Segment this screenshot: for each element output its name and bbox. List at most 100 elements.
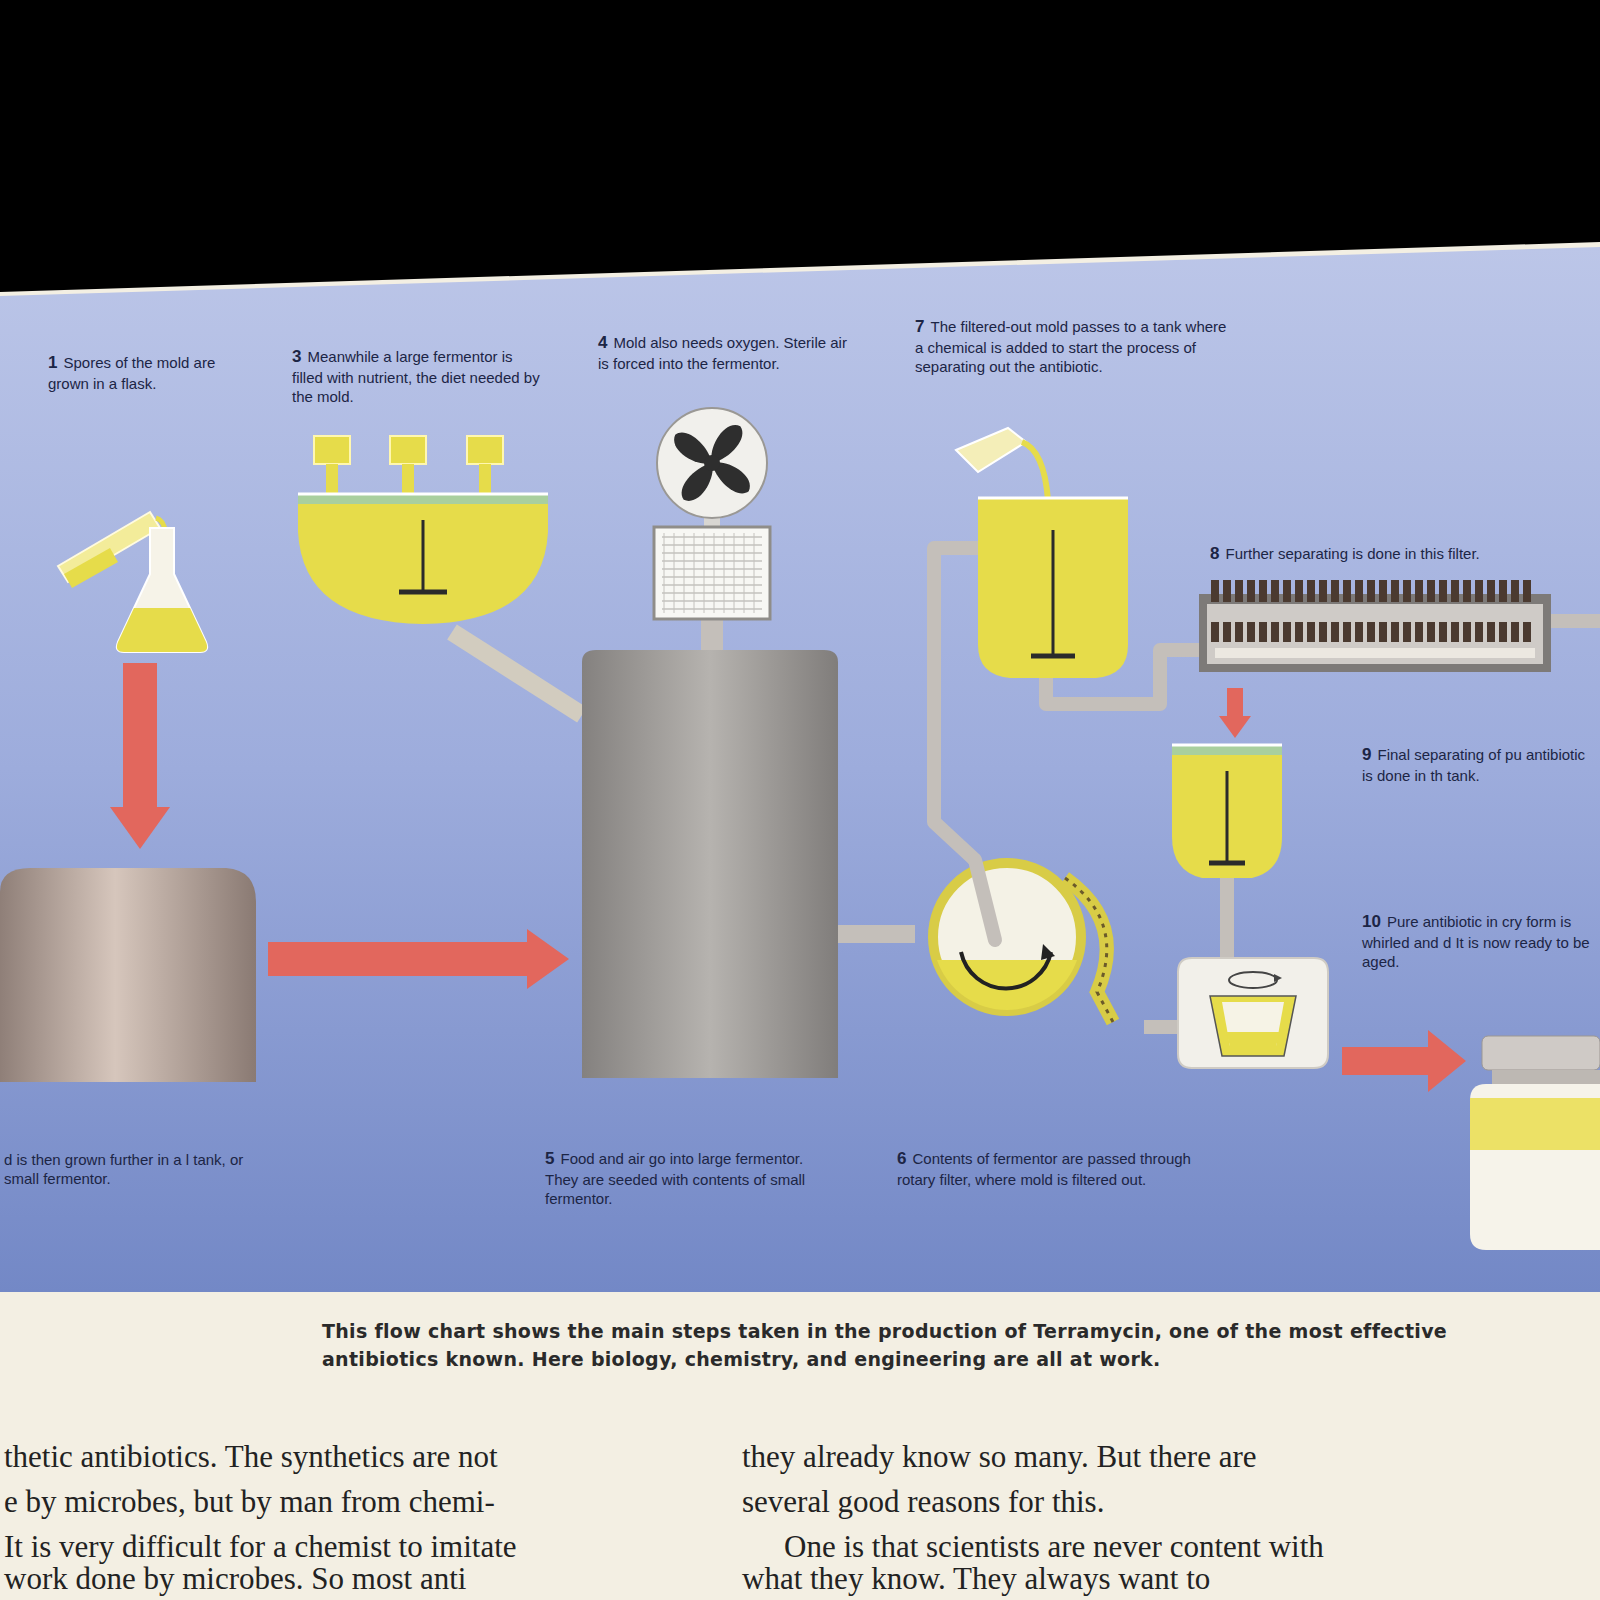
filter-plate bbox=[1343, 580, 1351, 602]
pipe-connector bbox=[934, 548, 978, 860]
pour-stream bbox=[156, 518, 167, 574]
mesh-line bbox=[662, 609, 762, 610]
filter-plate bbox=[1295, 580, 1303, 602]
callout-number: 9 bbox=[1362, 745, 1371, 764]
stirrer-shaft bbox=[1052, 530, 1055, 656]
equipment-node: 3Meanwhile a large fermentor is filled w… bbox=[298, 432, 548, 632]
step-text: 7The filtered-out mold passes to a tank … bbox=[915, 316, 1237, 376]
filter-plate bbox=[1331, 580, 1339, 602]
step-description: Pure antibiotic in cry form is whirled a… bbox=[1362, 913, 1590, 970]
filter-plate bbox=[1379, 622, 1387, 642]
test-tube bbox=[58, 512, 160, 582]
equipment-illustration bbox=[50, 470, 210, 655]
inlet-pipe bbox=[1144, 1020, 1180, 1034]
filter-plate bbox=[1223, 622, 1231, 642]
filter-plate bbox=[1367, 580, 1375, 602]
filter-plate bbox=[1235, 580, 1243, 602]
filter-plate bbox=[1499, 580, 1507, 602]
pour-stream bbox=[1022, 442, 1048, 500]
spin-arrowhead bbox=[1274, 974, 1282, 982]
nutrient-bottle bbox=[467, 436, 503, 464]
step-text: 4Mold also needs oxygen. Sterile air is … bbox=[598, 332, 854, 373]
liquid-surface bbox=[298, 494, 548, 504]
filter-plate bbox=[1331, 622, 1339, 642]
callout-number: 10 bbox=[1362, 912, 1381, 931]
filter-plate bbox=[1295, 622, 1303, 642]
filter-channel bbox=[1215, 648, 1535, 658]
filter-plate bbox=[1415, 580, 1423, 602]
stirrer-paddle bbox=[399, 590, 447, 595]
filter-plate bbox=[1487, 580, 1495, 602]
mesh-line bbox=[694, 533, 695, 613]
vial-band bbox=[1470, 1098, 1600, 1150]
body-text-line: One is that scientists are never content… bbox=[784, 1530, 1324, 1564]
equipment-illustration bbox=[298, 432, 548, 632]
filter-plate bbox=[1463, 580, 1471, 602]
filter-plate bbox=[1475, 580, 1483, 602]
mesh-line bbox=[662, 585, 762, 586]
filter-plate bbox=[1427, 580, 1435, 602]
step-description: Meanwhile a large fermentor is filled wi… bbox=[292, 348, 540, 405]
filter-plate bbox=[1391, 622, 1399, 642]
vial-cap bbox=[1482, 1036, 1600, 1070]
filter-plate bbox=[1439, 580, 1447, 602]
equipment-node: 8Further separating is done in this filt… bbox=[1199, 580, 1600, 680]
centrifuge-cup bbox=[1210, 996, 1296, 1056]
tank-rim bbox=[298, 493, 548, 496]
pipe-connector bbox=[1220, 878, 1234, 958]
mesh-line bbox=[674, 533, 675, 613]
step-description: d is then grown further in a l tank, or … bbox=[4, 1151, 243, 1187]
air-filter bbox=[654, 527, 770, 619]
rotary-drum bbox=[933, 863, 1081, 1011]
mesh-line bbox=[724, 533, 725, 613]
pipe-connector bbox=[701, 620, 723, 650]
mesh-line bbox=[662, 601, 762, 602]
filter-plate bbox=[1343, 622, 1351, 642]
pipe-connector bbox=[1046, 650, 1199, 704]
purification-tank bbox=[1172, 745, 1282, 878]
step-description: Spores of the mold are grown in a flask. bbox=[48, 354, 215, 392]
body-text-line: what they know. They always want to bbox=[742, 1562, 1210, 1596]
equipment-node: d is then grown further in a l tank, or … bbox=[0, 862, 258, 1082]
mesh-line bbox=[744, 533, 745, 613]
filter-plate bbox=[1439, 622, 1447, 642]
vial-neck bbox=[1492, 1070, 1600, 1084]
filter-plate bbox=[1319, 580, 1327, 602]
body-text-line: several good reasons for this. bbox=[742, 1485, 1104, 1519]
filter-plate bbox=[1211, 622, 1219, 642]
pipe-connector bbox=[838, 925, 915, 943]
callout-number: 4 bbox=[598, 333, 607, 352]
filter-plate bbox=[1415, 622, 1423, 642]
callout-number: 7 bbox=[915, 317, 924, 336]
filter-plate bbox=[1403, 622, 1411, 642]
filter-plate bbox=[1499, 622, 1507, 642]
blue-panel bbox=[0, 247, 1600, 1292]
filter-mesh bbox=[662, 533, 762, 613]
mesh-line bbox=[754, 533, 755, 613]
crystal-layer bbox=[1226, 1032, 1280, 1046]
mesh-line bbox=[704, 533, 705, 613]
equipment-node: 5Food and air go into large fermentor. T… bbox=[582, 650, 838, 1078]
mesh-line bbox=[662, 553, 762, 554]
filter-plate bbox=[1523, 580, 1531, 602]
body-text-line: thetic antibiotics. The synthetics are n… bbox=[4, 1440, 498, 1474]
stirrer-shaft bbox=[422, 520, 425, 592]
filter-plate bbox=[1283, 622, 1291, 642]
body-text-line: e by microbes, but by man from chemi- bbox=[4, 1485, 495, 1519]
equipment-node: 6Contents of fermentor are passed throug… bbox=[915, 860, 1110, 1025]
filter-plate bbox=[1511, 622, 1519, 642]
filter-plate bbox=[1451, 622, 1459, 642]
step-text: 3Meanwhile a large fermentor is filled w… bbox=[292, 346, 544, 406]
step-text: 6Contents of fermentor are passed throug… bbox=[897, 1148, 1197, 1189]
mesh-line bbox=[714, 533, 715, 613]
mesh-line bbox=[662, 569, 762, 570]
equipment-node: 4Mold also needs oxygen. Sterile air is … bbox=[650, 405, 775, 620]
rotation-arrowhead bbox=[1041, 944, 1055, 960]
filter-plate bbox=[1223, 580, 1231, 602]
mesh-line bbox=[662, 577, 762, 578]
filter-plate bbox=[1463, 622, 1471, 642]
pipe-stub bbox=[975, 860, 995, 940]
flow-arrow bbox=[1227, 688, 1243, 717]
filter-plate bbox=[1475, 622, 1483, 642]
